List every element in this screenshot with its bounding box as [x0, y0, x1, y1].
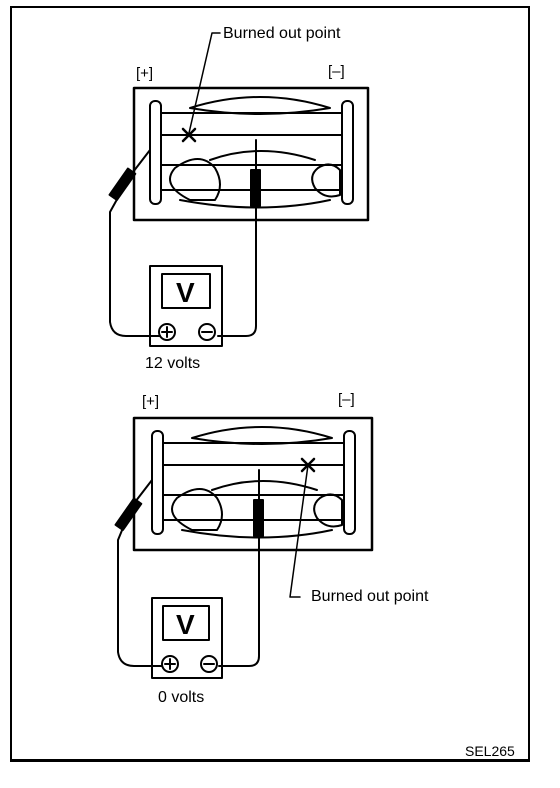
figure-frame: [10, 6, 530, 762]
top-left-bus-bar: [149, 100, 162, 205]
top-meter-symbol: V: [176, 277, 195, 308]
top-wire-loop: [209, 150, 316, 161]
minus-terminal-icon: [198, 323, 216, 341]
top-wire-loop: [179, 199, 331, 209]
top-voltmeter: [149, 265, 223, 347]
top-callout-leader: [188, 32, 221, 134]
bottom-left-bus-bar: [151, 430, 164, 535]
top-positive-probe: [108, 167, 137, 201]
top-positive-probe-lead: [109, 149, 161, 337]
burn-mark-icon: [181, 127, 197, 143]
bottom-minus-label: [–]: [338, 391, 355, 408]
voltmeter-icon: [161, 273, 211, 309]
top-plus-label: [+]: [136, 65, 153, 82]
bottom-right-bus-bar: [343, 430, 356, 535]
bottom-reading: 0 volts: [158, 689, 204, 706]
top-negative-probe: [250, 169, 261, 207]
top-wire-loop: [189, 96, 331, 115]
bottom-callout-text: Burned out point: [311, 588, 429, 605]
bottom-negative-probe: [253, 499, 264, 537]
top-glass-panel: [132, 86, 370, 222]
bottom-plus-label: [+]: [142, 393, 159, 410]
plus-terminal-icon: [161, 655, 179, 673]
bottom-positive-probe: [114, 497, 143, 531]
bottom-wire-loop: [313, 493, 343, 528]
bottom-callout-leader: [289, 464, 309, 598]
bottom-wire-loop: [171, 488, 223, 531]
top-diagram: [108, 32, 370, 347]
bottom-negative-probe-lead: [218, 469, 260, 667]
top-wire-loop: [311, 163, 341, 198]
figure-code: SEL265: [465, 743, 515, 759]
top-minus-label: [–]: [328, 63, 345, 80]
bottom-wire-loop: [191, 426, 333, 445]
top-right-bus-bar: [341, 100, 354, 205]
top-negative-probe-lead: [217, 139, 257, 337]
top-wire-loop: [169, 158, 221, 201]
minus-terminal-icon: [200, 655, 218, 673]
bottom-positive-probe-lead: [117, 479, 163, 667]
bottom-voltmeter: [151, 597, 223, 679]
top-callout-text: Burned out point: [223, 25, 341, 42]
voltmeter-icon: [162, 605, 210, 641]
bottom-wire-loop: [211, 480, 318, 491]
bottom-glass-panel: [132, 416, 374, 552]
bottom-meter-symbol: V: [176, 609, 195, 640]
bottom-diagram: [114, 416, 374, 679]
plus-terminal-icon: [158, 323, 176, 341]
top-reading: 12 volts: [145, 355, 200, 372]
